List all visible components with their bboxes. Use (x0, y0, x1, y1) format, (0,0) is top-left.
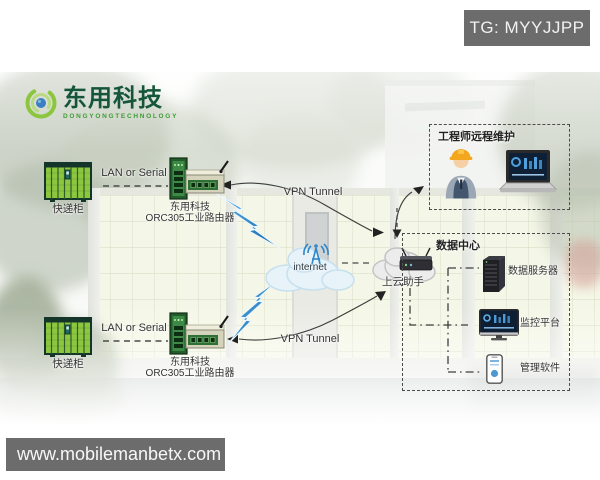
locker-label-top: 快递柜 (52, 203, 84, 215)
router-model-top: ORC305工业路由器 (145, 213, 235, 224)
company-logo: 东用科技 DONGYONGTECHNOLOGY (24, 86, 178, 120)
lan-serial-label-bottom: LAN or Serial (101, 322, 167, 334)
internet-label: internet (293, 262, 327, 273)
locker-cabinet-icon-bottom (44, 317, 92, 357)
datacenter-title: 数据中心 (436, 240, 480, 252)
data-server-label: 数据服务器 (508, 266, 558, 277)
router-brand-bottom: 东用科技 (170, 357, 210, 368)
monitor-icon (479, 309, 520, 341)
lan-serial-label-top: LAN or Serial (101, 167, 167, 179)
phone-icon (486, 354, 503, 384)
industrial-router-icon-top (169, 157, 229, 200)
tg-watermark-badge: TG: MYYJJPP (464, 10, 590, 46)
url-watermark-bar: www.mobilemanbetx.com (6, 438, 225, 471)
laptop-icon (498, 150, 558, 193)
logo-swirl-icon (25, 87, 57, 119)
router-brand-top: 东用科技 (170, 202, 210, 213)
data-server-icon (483, 256, 505, 292)
engineer-remote-box (429, 124, 570, 210)
locker-label-bottom: 快递柜 (52, 358, 84, 370)
logo-subtitle: DONGYONGTECHNOLOGY (63, 113, 179, 120)
locker-cabinet-icon-top (44, 162, 92, 202)
vpn-tunnel-label-bottom: VPN Tunnel (280, 333, 340, 345)
internet-cloud-icon (265, 243, 355, 292)
logo-name: 东用科技 (63, 85, 163, 112)
industrial-router-icon-bottom (169, 312, 229, 355)
router-model-bottom: ORC305工业路由器 (145, 368, 235, 379)
monitor-platform-label: 监控平台 (520, 318, 560, 329)
cloud-helper-icon (372, 247, 436, 282)
cloud-helper-label: 上云助手 (382, 276, 424, 288)
vpn-tunnel-label-top: VPN Tunnel (283, 186, 343, 198)
antenna-icon (303, 243, 329, 265)
datacenter-box (402, 233, 570, 391)
engineer-box-title: 工程师远程维护 (438, 131, 515, 143)
engineer-icon (445, 149, 477, 199)
management-software-label: 管理软件 (520, 363, 560, 374)
